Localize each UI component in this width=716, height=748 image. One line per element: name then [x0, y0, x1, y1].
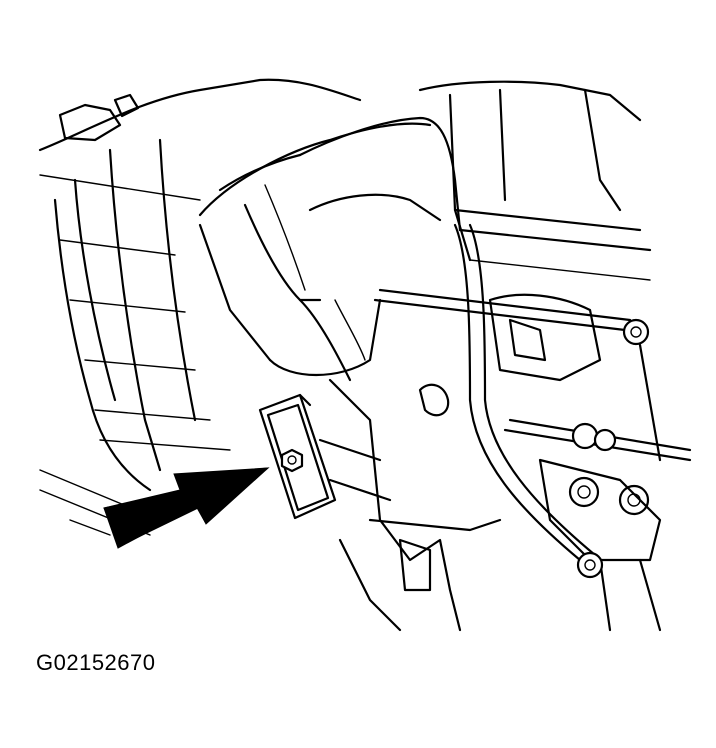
engine-block [373, 80, 692, 632]
hanger-bracket [258, 378, 502, 632]
figure-id-label: G02152670 [36, 650, 156, 675]
arrow-icon [103, 467, 270, 549]
exhaust-pipe [198, 116, 462, 382]
brace-rod [453, 223, 604, 579]
nut-icon [280, 448, 304, 473]
exhaust-hanger-illustration [38, 78, 692, 632]
